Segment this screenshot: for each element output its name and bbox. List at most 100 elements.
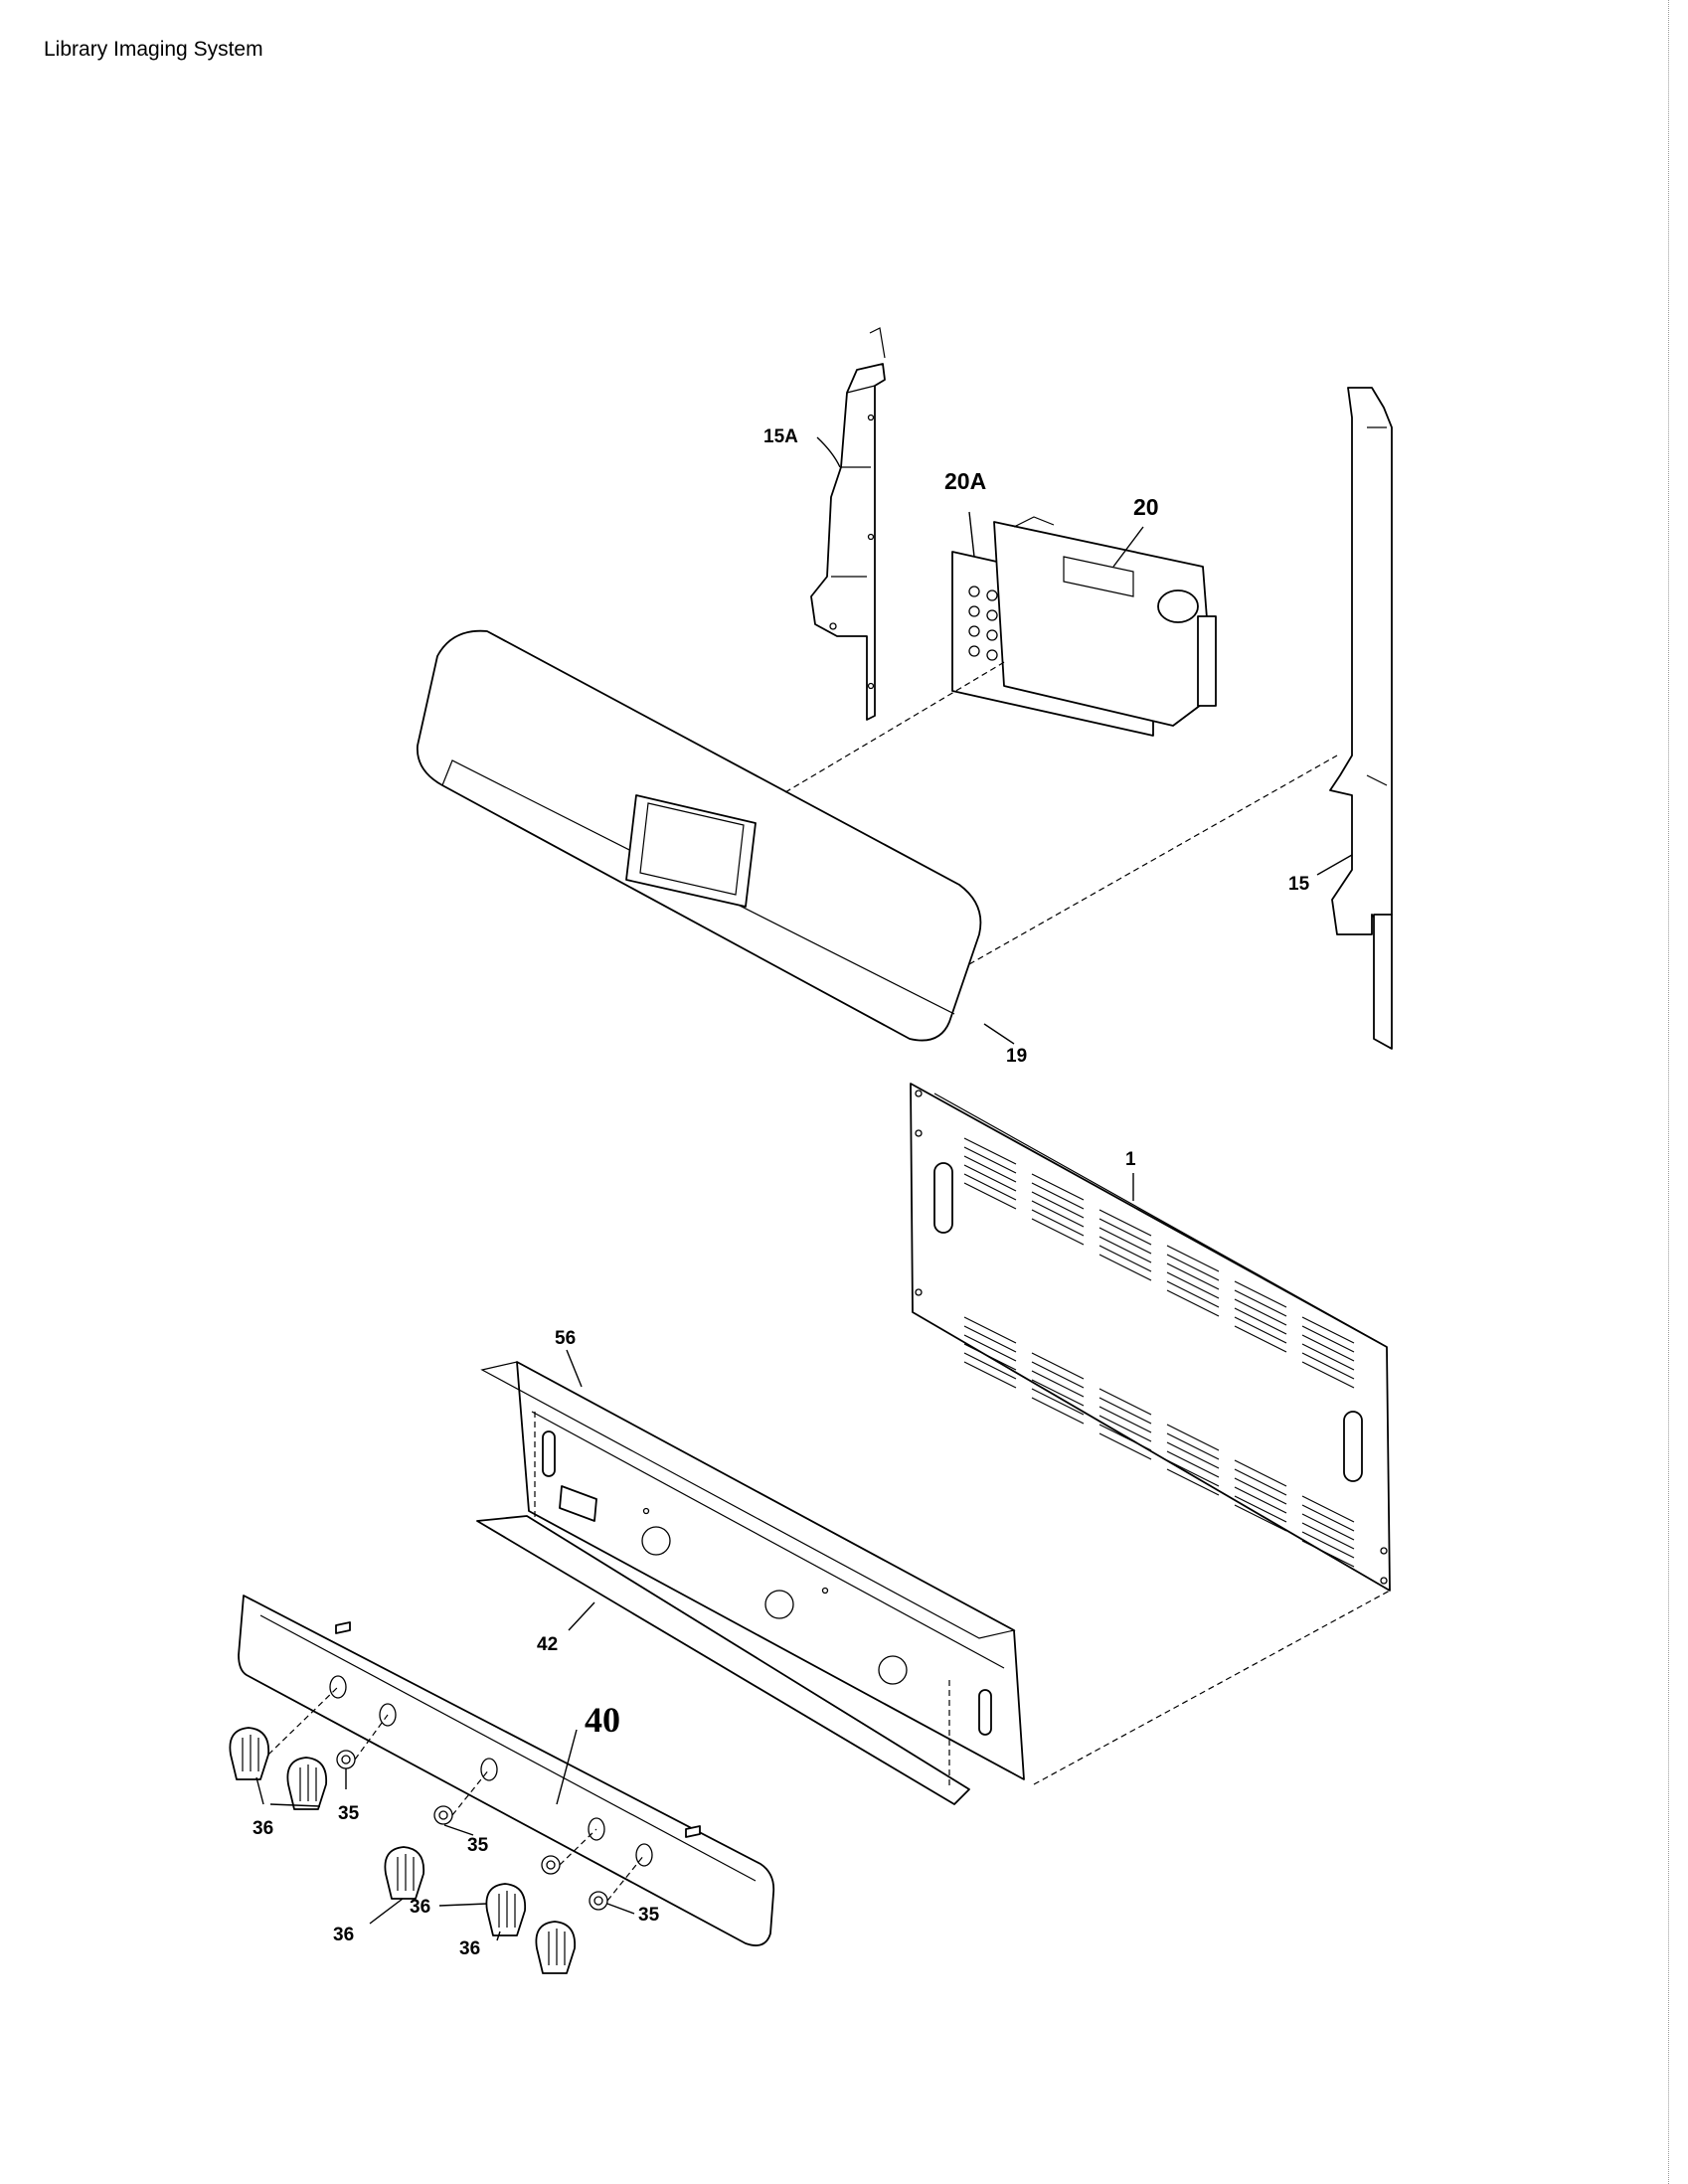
part-56-manifold-panel (480, 1361, 1025, 1780)
louver-slot (1098, 1227, 1152, 1255)
label-15: 15 (1288, 874, 1310, 895)
louver-slot (1166, 1468, 1220, 1496)
label-36-d: 36 (459, 1938, 480, 1959)
louver-slot (1098, 1218, 1152, 1246)
overlay-button-circle (968, 625, 980, 637)
label-leader-lines (255, 436, 1353, 1941)
label-20a: 20A (944, 468, 986, 494)
louver-slot (1098, 1406, 1152, 1433)
label-15a: 15A (763, 426, 798, 447)
louver-slot (963, 1361, 1017, 1389)
louver-slot (963, 1137, 1017, 1165)
louver-slot (1234, 1486, 1287, 1514)
louver-slot (1031, 1397, 1085, 1425)
label-19: 19 (1006, 1046, 1027, 1067)
louver-slot (963, 1173, 1017, 1201)
louver-slot (1301, 1325, 1355, 1353)
louver-slot (1098, 1254, 1152, 1281)
overlay-button-circle (986, 649, 998, 661)
page-header-title: Library Imaging System (44, 38, 263, 61)
louver-slot (1166, 1450, 1220, 1478)
louver-slot (1234, 1289, 1287, 1317)
label-42: 42 (537, 1634, 558, 1655)
louver-slot (1098, 1209, 1152, 1237)
louver-slot (1301, 1316, 1355, 1344)
overlay-button-circle (968, 586, 980, 597)
louver-slot (1031, 1173, 1085, 1201)
louver-slot (1301, 1343, 1355, 1371)
louver-slot (963, 1155, 1017, 1183)
louver-slot (1301, 1361, 1355, 1389)
part-36-knob-2 (286, 1757, 328, 1810)
label-35-b: 35 (467, 1835, 489, 1856)
louver-slot (963, 1182, 1017, 1210)
louver-slot (1166, 1432, 1220, 1460)
louver-slot (1098, 1424, 1152, 1451)
louver-slot (1098, 1245, 1152, 1272)
louver-slot (1031, 1352, 1085, 1380)
louver-slot (963, 1146, 1017, 1174)
part-36-knob-5 (535, 1921, 577, 1974)
louver-slot (1166, 1245, 1220, 1272)
part-35-washer-2 (433, 1805, 453, 1825)
part-36-knob-3 (384, 1846, 425, 1900)
overlay-button-circle (968, 605, 980, 617)
louver-slot (1166, 1289, 1220, 1317)
label-20: 20 (1133, 494, 1159, 520)
louver-slot (1301, 1522, 1355, 1550)
label-56: 56 (555, 1328, 576, 1349)
label-36-b: 36 (333, 1925, 354, 1945)
louver-slot (1166, 1459, 1220, 1487)
louver-slot (1234, 1298, 1287, 1326)
louver-slot (1031, 1191, 1085, 1219)
part-42-lower-trim (476, 1515, 970, 1805)
louver-slot (1166, 1280, 1220, 1308)
louver-slot (1031, 1182, 1085, 1210)
louver-slot (963, 1316, 1017, 1344)
louver-slot (963, 1352, 1017, 1380)
part-36-knob-4 (485, 1883, 527, 1936)
louver-slot (963, 1343, 1017, 1371)
louver-slot (1031, 1209, 1085, 1237)
louver-slot (1301, 1504, 1355, 1532)
overlay-button-circle (986, 629, 998, 641)
overlay-button-circle (986, 609, 998, 621)
louver-slot (1098, 1388, 1152, 1416)
louver-slot (1098, 1415, 1152, 1442)
louver-slot (1031, 1361, 1085, 1389)
label-1: 1 (1125, 1149, 1136, 1170)
louver-slot (1234, 1280, 1287, 1308)
overlay-button-circle (986, 589, 998, 601)
louver-slot (963, 1334, 1017, 1362)
part-35-washer-3 (541, 1855, 561, 1875)
louver-slot (1301, 1352, 1355, 1380)
overlay-button-circle (968, 645, 980, 657)
louver-slot (1031, 1379, 1085, 1407)
louver-slot (1098, 1236, 1152, 1263)
louver-slot (1166, 1262, 1220, 1290)
part-15-end-bracket (1329, 387, 1393, 1050)
louver-slot (1166, 1424, 1220, 1451)
louver-slot (1234, 1504, 1287, 1532)
louver-slot (963, 1325, 1017, 1353)
louver-slot (1031, 1370, 1085, 1398)
louver-slot (1234, 1495, 1287, 1523)
louver-slot (1234, 1325, 1287, 1353)
assembly-dashed-lines (267, 660, 1391, 1902)
louver-slot (1098, 1432, 1152, 1460)
louver-slot (1234, 1316, 1287, 1344)
part-35-washer-1 (336, 1750, 356, 1769)
louver-slot (1031, 1388, 1085, 1416)
part-19-control-panel (417, 629, 982, 1042)
label-35-a: 35 (338, 1803, 360, 1824)
label-35-c: 35 (638, 1905, 660, 1926)
louver-slot (1234, 1468, 1287, 1496)
label-40: 40 (585, 1700, 620, 1740)
part-35-washer-4 (589, 1891, 608, 1911)
louver-slot (1166, 1254, 1220, 1281)
part-15a-end-bracket (810, 327, 886, 721)
part-36-knob-1 (229, 1727, 270, 1780)
louver-slot (1234, 1459, 1287, 1487)
label-36-a: 36 (253, 1818, 273, 1839)
louver-slot (1166, 1271, 1220, 1299)
